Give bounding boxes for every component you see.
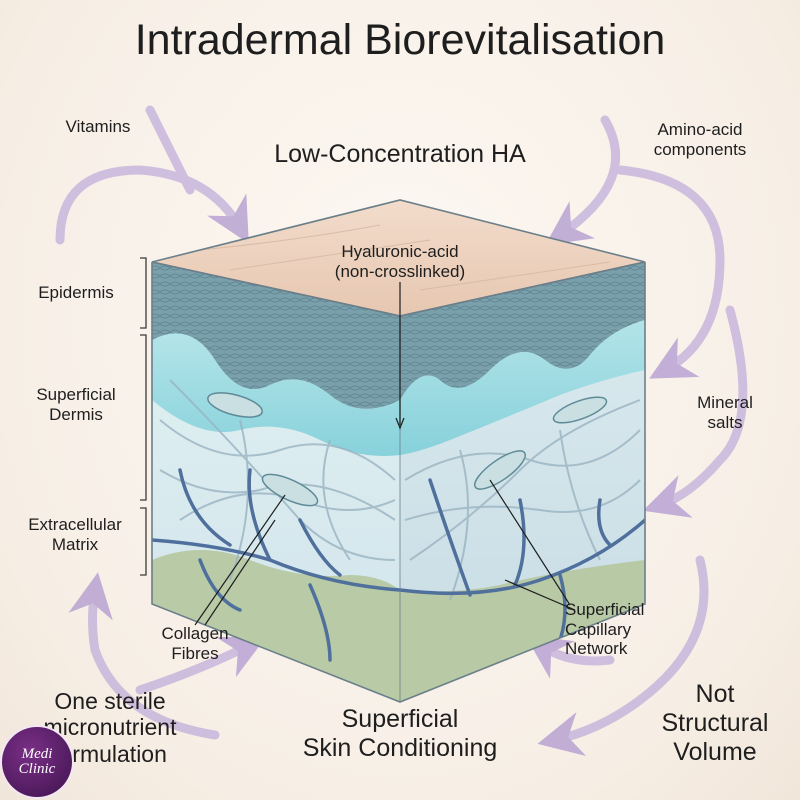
logo-word-2: Clinic [18, 761, 56, 777]
label-skin-conditioning: Superficial Skin Conditioning [260, 705, 540, 763]
layer-brackets [140, 257, 147, 576]
arrow-vitamins-top [145, 105, 195, 195]
label-superficial-dermis-line1: Superficial [36, 385, 116, 404]
label-amino-acid: Amino-acid components [630, 120, 770, 159]
label-sterile-formulation: One sterile micronutrient formulation [10, 688, 210, 767]
collagen-pointer-1 [194, 494, 286, 626]
capillary-pointer-1 [489, 479, 571, 606]
flow-arrows [55, 105, 748, 757]
skin-surface [152, 200, 645, 316]
label-extracellular-matrix-line1: Extracellular [28, 515, 122, 534]
label-mineral-salts-line1: Mineral [697, 393, 753, 412]
label-epidermis: Epidermis [38, 283, 114, 302]
label-superficial-dermis-line2: Dermis [49, 404, 103, 424]
label-collagen-fibres-line1: Collagen [161, 624, 229, 643]
label-capillary-network: Superficial Capillary Network [565, 600, 675, 659]
label-hyaluronic-acid-line1: Hyaluronic-acid [341, 242, 459, 261]
label-superficial-dermis: Superficial Dermis [16, 385, 136, 424]
label-capillary-network-line2: Capillary [565, 619, 632, 639]
label-extracellular-matrix-line2: Matrix [51, 534, 99, 554]
subtitle: Low-Concentration HA [274, 140, 526, 168]
ha-pointer-tip [395, 417, 405, 430]
label-amino-acid-line1: Amino-acid [657, 120, 743, 139]
label-skin-conditioning-line2: Skin Conditioning [302, 733, 498, 762]
arrow-mineral [642, 305, 748, 518]
arrow-amino-curve [545, 115, 621, 246]
label-not-structural-volume-line1: Not [695, 680, 735, 708]
arrow-vitamins-curve [55, 165, 249, 245]
clinic-logo: Medi Clinic [2, 727, 72, 797]
label-collagen-fibres-line2: Fibres [171, 643, 219, 663]
bracket-extracellular-matrix [140, 507, 147, 576]
arrow-amino-outer [615, 165, 725, 379]
label-collagen-fibres: Collagen Fibres [140, 624, 250, 663]
label-sterile-formulation-line1: One sterile [54, 688, 166, 714]
arrow-network-return [525, 635, 615, 679]
label-hyaluronic-acid: Hyaluronic-acid (non-crosslinked) [295, 242, 505, 281]
skin-right-face [400, 262, 645, 702]
arrow-left-up [68, 572, 220, 740]
capillary-pointer-2 [504, 579, 576, 611]
label-not-structural-volume-line3: Volume [673, 737, 757, 766]
label-not-structural-volume: Not Structural Volume [650, 680, 780, 766]
page-title: Intradermal Biorevitalisation [134, 16, 666, 64]
label-sterile-formulation-line2: micronutrient [43, 714, 177, 741]
label-mineral-salts: Mineral salts [680, 393, 770, 432]
label-capillary-network-line3: Network [565, 639, 628, 659]
arrow-left-collagen [135, 636, 267, 695]
arrow-right-bottom [537, 555, 709, 757]
collagen-pointer-2 [204, 519, 276, 626]
skin-block [151, 199, 646, 703]
label-not-structural-volume-line2: Structural [661, 708, 769, 737]
label-sterile-formulation-line3: formulation [53, 740, 167, 767]
bracket-superficial-dermis [140, 334, 147, 501]
bracket-epidermis [140, 257, 147, 329]
label-mineral-salts-line2: salts [707, 412, 743, 432]
label-hyaluronic-acid-line2: (non-crosslinked) [334, 261, 466, 281]
label-extracellular-matrix: Extracellular Matrix [10, 515, 140, 554]
label-amino-acid-line2: components [653, 139, 747, 159]
logo-word-1: Medi [21, 746, 53, 762]
label-vitamins: Vitamins [65, 117, 131, 136]
label-capillary-network-line1: Superficial [565, 600, 645, 619]
label-skin-conditioning-line1: Superficial [341, 705, 459, 733]
pointer-lines [194, 282, 576, 626]
